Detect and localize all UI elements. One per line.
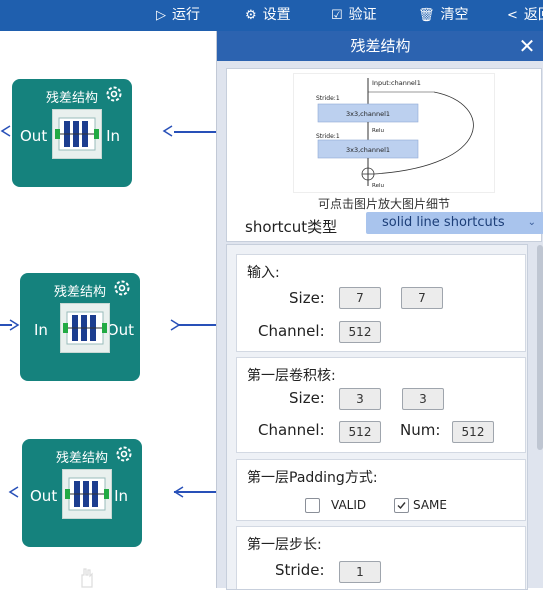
back-button[interactable]: < 返回 (507, 0, 543, 31)
play-icon: ▷ (156, 8, 166, 23)
stride-section: 第一层步长: Stride: 1 (236, 526, 526, 589)
residual-block-icon (52, 109, 102, 159)
arrow-right-icon (9, 319, 20, 331)
workflow-canvas[interactable]: 残差结构 Out In 残差结构 In Out (0, 31, 216, 588)
gear-icon: ⚙ (245, 8, 257, 23)
run-label: 运行 (172, 7, 200, 23)
out-port[interactable]: Out (30, 487, 58, 505)
gear-icon[interactable] (104, 84, 124, 104)
checkmark-icon (397, 502, 406, 510)
residual-node[interactable]: 残差结构 Out In (12, 79, 132, 187)
residual-block-icon (62, 469, 112, 519)
diagram-conv2: 3x3,channel1 (346, 146, 390, 154)
out-port[interactable]: Out (106, 321, 134, 339)
node-title: 残差结构 (53, 285, 106, 300)
input-size-width-field[interactable]: 7 (339, 287, 381, 309)
padding-section: 第一层Padding方式: VALID SAME (236, 459, 526, 521)
input-section-title: 输入: (247, 265, 280, 281)
connector-line (174, 491, 216, 493)
stride-label: Stride: (275, 561, 325, 579)
diagram-input-label: Input:channel1 (372, 79, 421, 87)
valid-checkbox[interactable] (305, 498, 320, 513)
conv-kernel-section: 第一层卷积核: Size: 3 3 Channel: 512 Num: 512 (236, 357, 526, 453)
connector-line (178, 324, 216, 326)
input-channel-field[interactable]: 512 (339, 321, 381, 343)
conv-channel-field[interactable]: 512 (339, 421, 381, 443)
parameters-scroll-area[interactable]: 输入: Size: 7 7 Channel: 512 第一层卷积核: Size:… (226, 244, 528, 590)
stride-field[interactable]: 1 (339, 561, 381, 583)
same-checkbox[interactable] (394, 498, 409, 513)
shortcut-type-select[interactable]: solid line shortcuts ⌄ (366, 212, 543, 234)
in-port[interactable]: In (34, 321, 48, 339)
conv-section-title: 第一层卷积核: (247, 368, 336, 384)
back-label: 返回 (523, 7, 543, 23)
arrow-right-icon (170, 319, 181, 331)
arrow-left-icon (0, 125, 11, 137)
panel-header: 残差结构 ✕ (217, 31, 543, 61)
preview-card: Input:channel1 Stride:1 3x3,channel1 Rel… (226, 68, 543, 242)
arrow-left-icon (173, 486, 184, 498)
input-size-label: Size: (289, 289, 325, 307)
chevron-left-icon: < (507, 8, 518, 23)
preview-hint: 可点击图片放大图片细节 (317, 197, 450, 211)
conv-channel-label: Channel: (258, 421, 325, 439)
conv-num-label: Num: (400, 421, 441, 439)
diagram-stride-mid: Stride:1 (316, 133, 340, 140)
arrow-left-icon (162, 125, 173, 137)
valid-label: VALID (331, 498, 367, 512)
residual-diagram-image[interactable]: Input:channel1 Stride:1 3x3,channel1 Rel… (293, 73, 495, 193)
chevron-down-icon: ⌄ (527, 217, 536, 228)
diagram-relu2: Relu (372, 183, 384, 189)
hand-cursor-icon (81, 568, 93, 588)
connector-line (0, 324, 12, 326)
residual-block-icon (60, 303, 110, 353)
connector-line (174, 131, 216, 133)
clear-button[interactable]: 🗑 清空 (418, 0, 469, 31)
diagram-stride-top: Stride:1 (316, 95, 340, 102)
shortcut-type-value: solid line shortcuts (382, 215, 505, 230)
conv-size-label: Size: (289, 389, 325, 407)
conv-size-height-field[interactable]: 3 (402, 388, 444, 410)
residual-node[interactable]: 残差结构 Out In (22, 439, 142, 547)
diagram-relu1: Relu (372, 128, 384, 134)
validate-button[interactable]: ☑ 验证 (331, 0, 377, 31)
gear-icon[interactable] (112, 278, 132, 298)
panel-scrollbar[interactable] (537, 245, 543, 450)
close-icon[interactable]: ✕ (518, 34, 536, 58)
diagram-conv1: 3x3,channel1 (346, 110, 390, 118)
input-section: 输入: Size: 7 7 Channel: 512 (236, 254, 526, 352)
node-title: 残差结构 (55, 451, 108, 466)
conv-size-width-field[interactable]: 3 (339, 388, 381, 410)
stride-section-title: 第一层步长: (247, 537, 322, 553)
shortcut-type-label: shortcut类型 (245, 218, 338, 236)
in-port[interactable]: In (114, 487, 128, 505)
shield-check-icon: ☑ (331, 8, 343, 23)
clear-label: 清空 (440, 7, 469, 23)
settings-label: 设置 (262, 7, 291, 23)
arrow-left-icon (8, 486, 19, 498)
conv-num-field[interactable]: 512 (452, 421, 494, 443)
out-port[interactable]: Out (20, 127, 48, 145)
run-button[interactable]: ▷ 运行 (156, 0, 200, 31)
validate-label: 验证 (348, 7, 377, 23)
node-title: 残差结构 (45, 91, 98, 106)
input-size-height-field[interactable]: 7 (401, 287, 443, 309)
gear-icon[interactable] (114, 444, 134, 464)
same-label: SAME (413, 498, 447, 512)
settings-button[interactable]: ⚙ 设置 (245, 0, 291, 31)
input-channel-label: Channel: (258, 322, 325, 340)
residual-node[interactable]: 残差结构 In Out (20, 273, 140, 381)
trash-icon: 🗑 (418, 8, 435, 23)
in-port[interactable]: In (106, 127, 120, 145)
padding-section-title: 第一层Padding方式: (247, 470, 378, 486)
properties-panel: 残差结构 ✕ Input:channel1 Stride:1 3x3,chann… (216, 31, 543, 590)
panel-title: 残差结构 (350, 37, 411, 55)
top-toolbar: ▷ 运行 ⚙ 设置 ☑ 验证 🗑 清空 < 返回 (0, 0, 543, 31)
